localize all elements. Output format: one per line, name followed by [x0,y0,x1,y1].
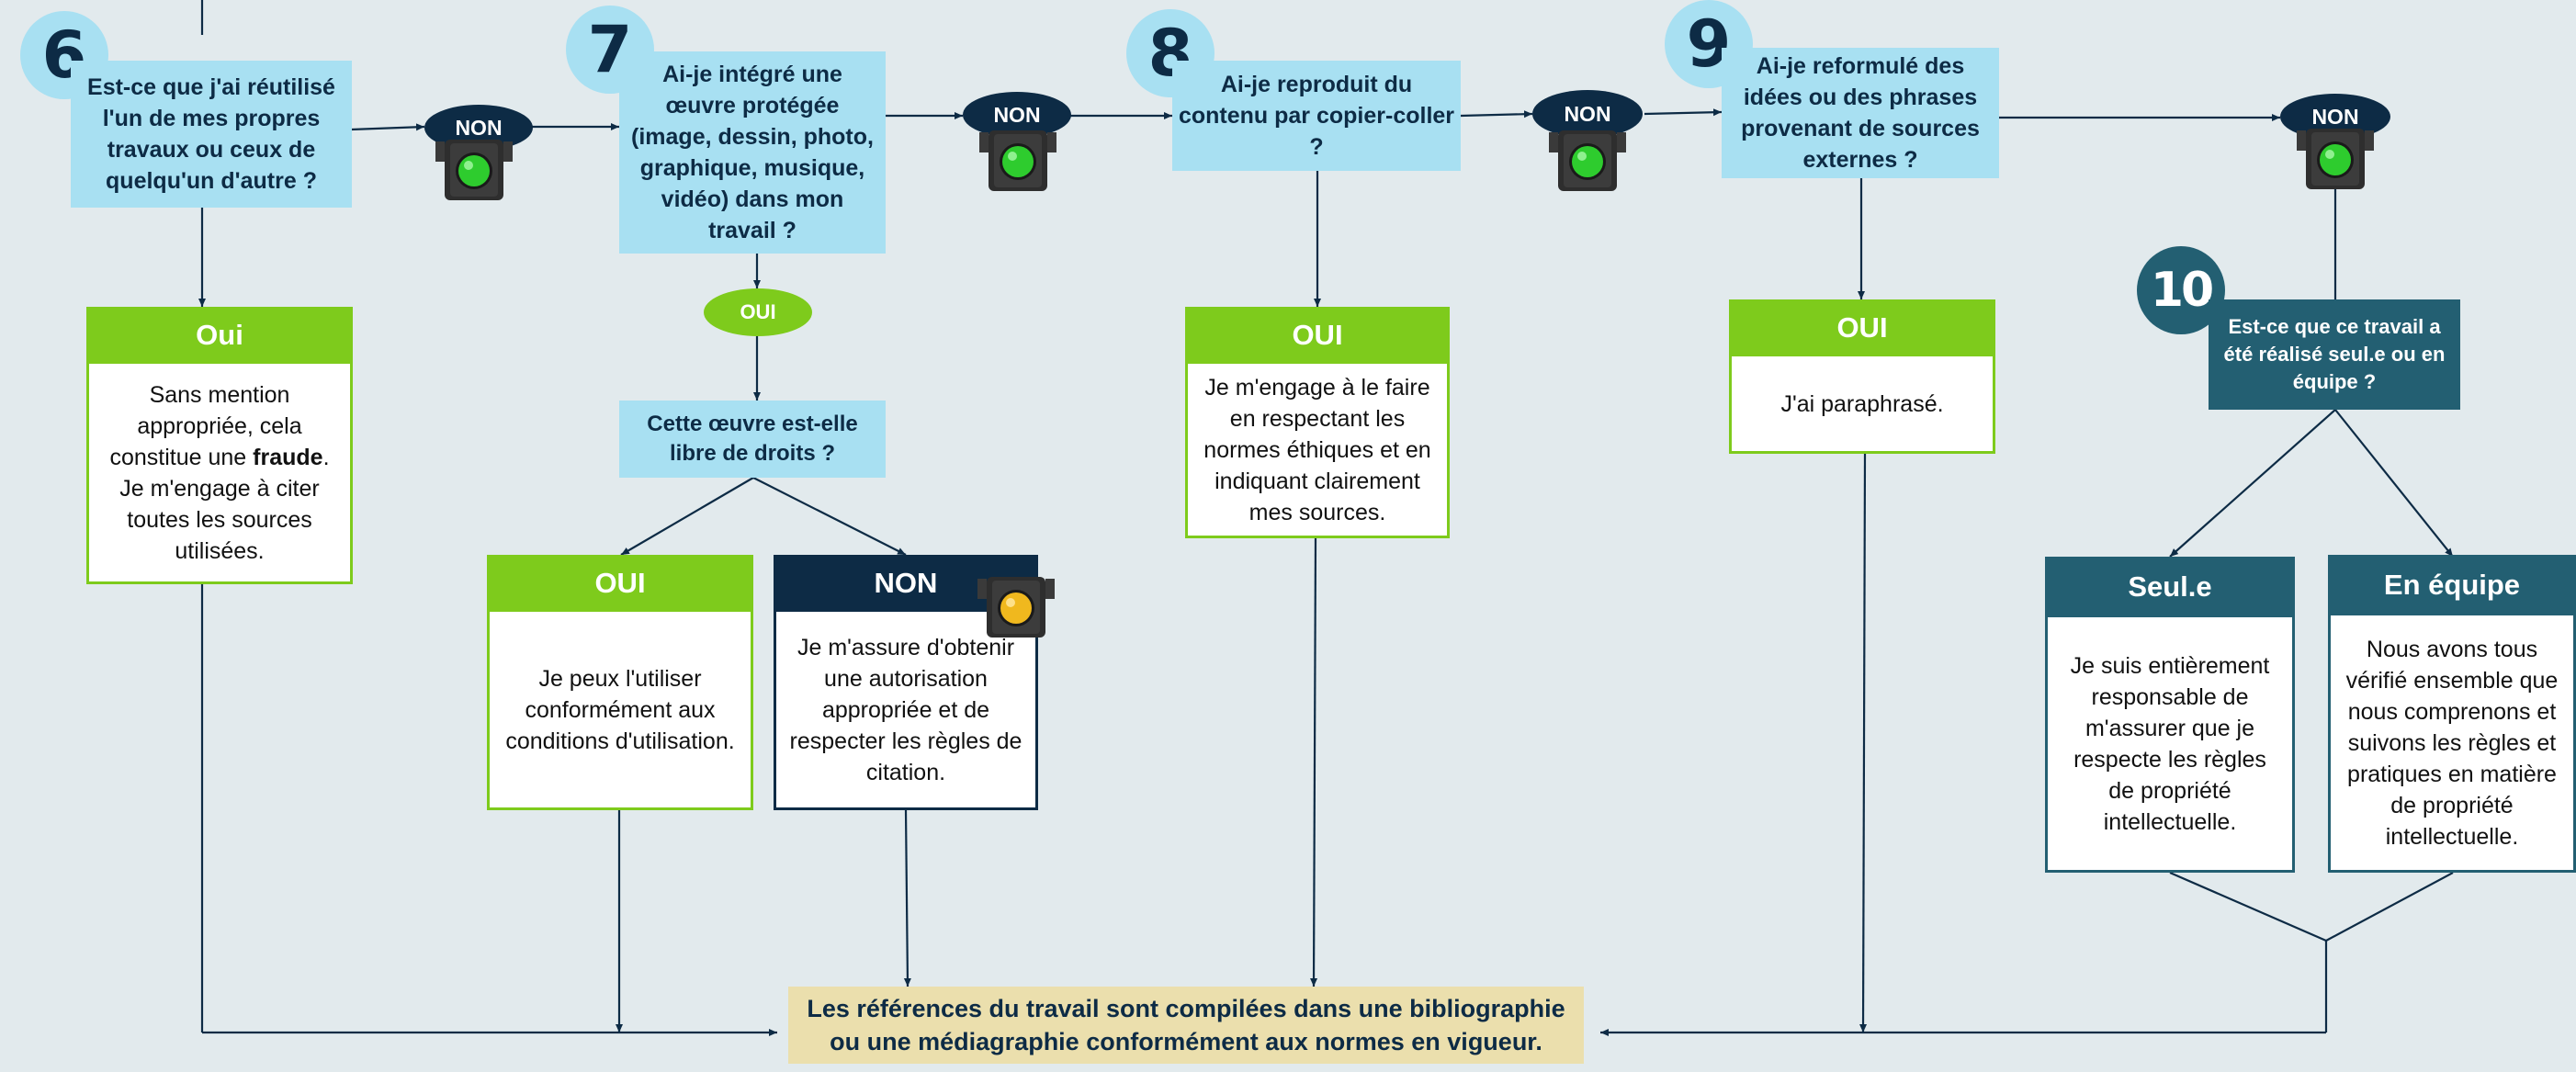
final-line-1: Les références du travail sont compilées… [807,995,1565,1022]
q7-oui-body: Je peux l'utiliser conformément aux cond… [487,612,753,810]
final-bibliographie-box: Les références du travail sont compilées… [788,987,1584,1064]
question-8: Ai-je reproduit du contenu par copier-co… [1172,61,1461,171]
q6-text-part1: Sans mention appropriée, cela constitue … [109,381,302,470]
q7-oui-header: OUI [487,555,753,612]
question-10: Est-ce que ce travail a été réalisé seul… [2209,299,2460,410]
q8-oui-body: Je m'engage à le faire en respectant les… [1185,364,1450,538]
green-traffic-light-icon [1545,130,1630,191]
q7-non-body: Je m'assure d'obtenir une autorisation a… [774,612,1038,810]
non-pill-8: NON [1532,90,1643,138]
q6-oui-header: Oui [86,307,353,364]
fraude-emphasis: fraude [253,444,323,470]
question-6: Est-ce que j'ai réutilisé l'un de mes pr… [71,61,352,208]
q10-equipe-header: En équipe [2328,555,2576,615]
q8-oui-header: OUI [1185,307,1450,364]
q6-text-part2: . Je m'engage à citer toutes les sources… [119,444,330,564]
oui-pill-7: OUI [704,288,812,336]
q10-seul-header: Seul.e [2045,557,2295,617]
q9-oui-header: OUI [1729,299,1995,356]
q10-equipe-body: Nous avons tous vérifié ensemble que nou… [2328,615,2576,873]
non-pill-7: NON [963,92,1071,138]
q9-oui-body: J'ai paraphrasé. [1729,356,1995,454]
amber-traffic-light-icon [974,577,1058,638]
sub-question-libre-de-droits: Cette œuvre est-elle libre de droits ? [619,401,886,478]
green-traffic-light-icon [432,140,516,200]
q6-oui-text: Sans mention appropriée, cela constitue … [102,379,337,567]
step-number-9: 9 [1665,0,1753,88]
green-traffic-light-icon [2293,129,2378,189]
green-traffic-light-icon [976,130,1060,191]
final-line-2: ou une médiagraphie conformément aux nor… [830,1028,1542,1055]
q10-seul-body: Je suis entièrement responsable de m'ass… [2045,617,2295,873]
final-text: Les références du travail sont compilées… [807,992,1565,1058]
question-9: Ai-je reformulé des idées ou des phrases… [1722,48,1999,178]
q6-oui-body: Sans mention appropriée, cela constitue … [86,364,353,584]
question-7: Ai-je intégré une œuvre protégée (image,… [619,51,886,254]
